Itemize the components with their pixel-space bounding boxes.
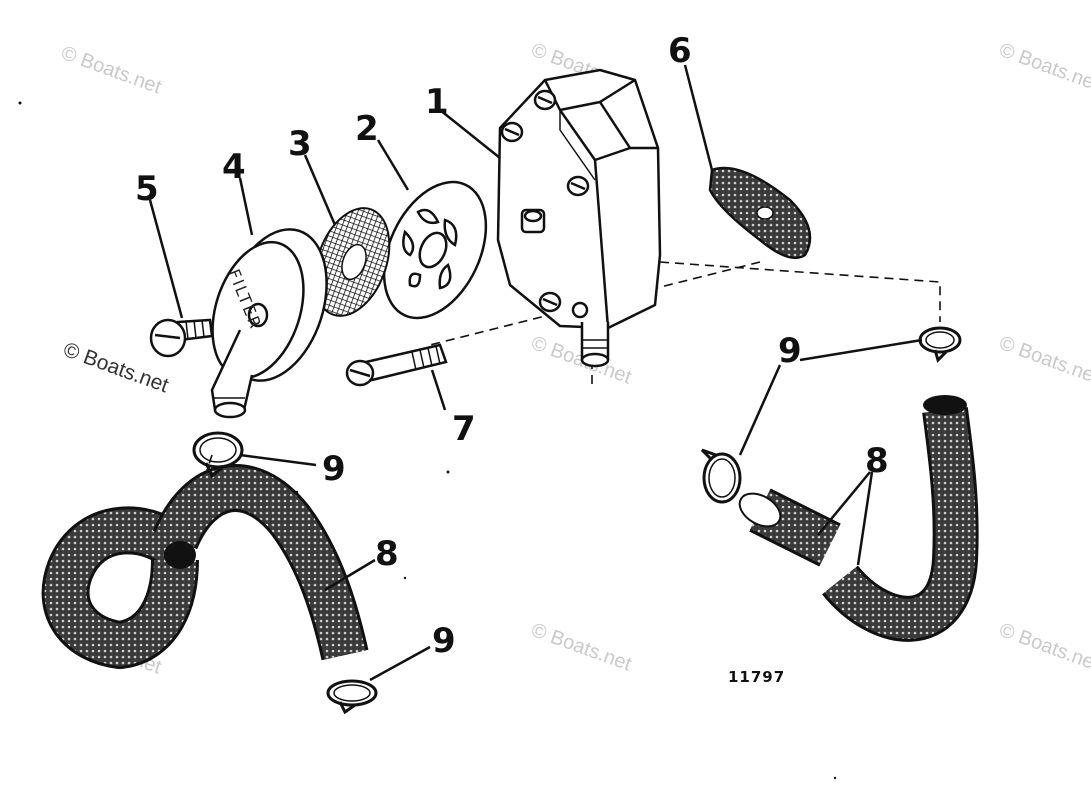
watermark-mid-right: © Boats.net [996,332,1091,389]
leader-1 [439,109,501,159]
filter-cover: FILTER [210,228,328,419]
leader-3 [303,154,337,226]
callout-9-bottom-left: 9 [432,621,456,661]
cover-screw [149,318,214,358]
watermark-bottom-center: © Boats.net [528,619,634,676]
watermark-top-right: © Boats.net [996,39,1091,96]
clamp-right-lower [700,448,742,504]
leader-9-right-upper [799,338,923,362]
dashed-line-gasket-to-clamp [659,261,941,322]
leader-2 [376,139,410,191]
callout-3: 3 [288,124,312,164]
gasket [708,166,812,260]
callout-8-right: 8 [865,441,889,481]
scan-specks [18,101,837,780]
leader-5 [148,199,184,319]
leader-7 [430,369,447,411]
clamp-bottom-left [326,679,378,715]
leader-4 [238,177,254,236]
leader-6 [683,64,714,171]
leader-9-right-lower [738,364,782,456]
mounting-screw [345,343,448,387]
fuel-pump [496,68,662,368]
callout-4: 4 [222,147,246,187]
clamps [192,326,962,715]
callout-8-left: 8 [375,534,399,574]
leader-8-right-b [856,471,874,566]
filter-screen [313,207,391,317]
leader-lines [148,64,923,682]
callout-2: 2 [355,109,379,149]
watermark-top-left: © Boats.net [58,42,164,99]
watermark-bottom-right: © Boats.net [996,619,1091,676]
leader-9-top-left [239,453,317,467]
hose-left [41,464,369,670]
leader-8-right-a [817,471,871,536]
clamp-right-upper [918,326,962,363]
leader-9-bottom-left [369,645,431,682]
callout-9-top-left: 9 [322,449,346,489]
hose-right-bent [822,395,979,642]
figure-number: 11797 [728,668,785,686]
callout-5: 5 [135,169,159,209]
callout-1: 1 [425,82,449,122]
callout-6: 6 [668,31,692,71]
pump-disc [382,180,488,320]
callout-numbers: 1 2 3 4 5 6 7 8 8 9 9 9 [135,31,889,661]
callout-7: 7 [452,409,476,449]
clamp-top-left [192,431,244,479]
leader-8-left [324,558,376,592]
callout-9-right: 9 [778,331,802,371]
hose-right-short [738,488,841,567]
